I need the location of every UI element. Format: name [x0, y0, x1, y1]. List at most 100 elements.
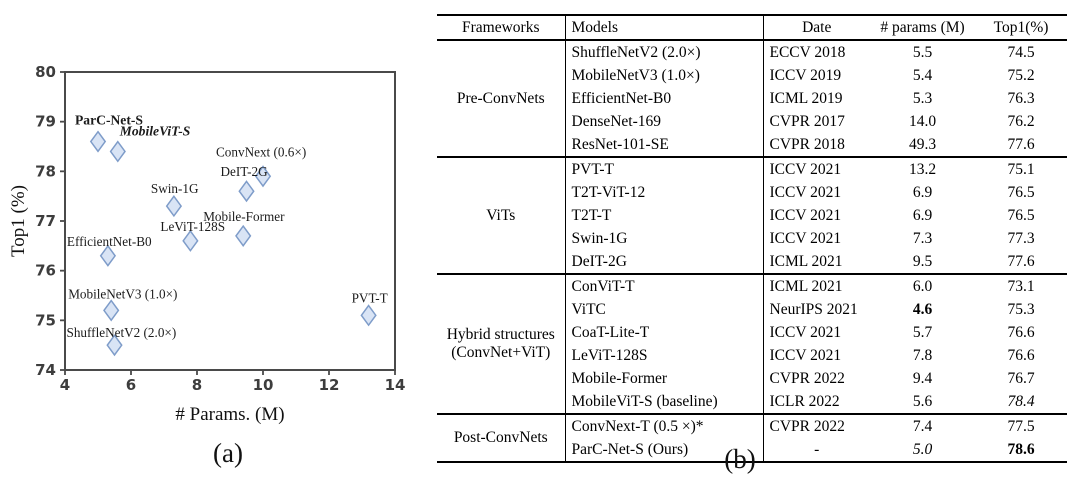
date-cell: ICML 2021: [763, 273, 870, 298]
y-tick-label: 75: [35, 311, 56, 329]
top1-cell: 76.7: [1007, 369, 1035, 387]
date-cell: ICML 2019: [769, 89, 843, 107]
header-params: # params (M): [870, 14, 975, 41]
date-cell: CVPR 2017: [769, 112, 845, 130]
params-cell: 7.8: [912, 346, 933, 364]
model-cell: Mobile-Former: [565, 367, 764, 390]
top1-cell: 77.6: [1007, 135, 1035, 153]
date-cell: CVPR 2022: [769, 369, 845, 387]
top1-cell: 77.6: [1007, 252, 1035, 270]
scatter-point-label: ShuffleNetV2 (2.0×): [67, 325, 177, 340]
top1-cell: 75.1: [975, 156, 1067, 181]
y-tick-label: 78: [35, 162, 56, 180]
scatter-point: [106, 334, 123, 357]
params-cell: 5.3: [912, 89, 933, 107]
scatter-point-label: MobileNetV3 (1.0×): [68, 286, 177, 301]
scatter-point-label: ConvNext (0.6×): [216, 144, 306, 159]
y-tick-label: 80: [35, 63, 56, 81]
x-tick-label: 6: [126, 376, 136, 394]
header-frameworks: Frameworks: [437, 14, 566, 41]
scatter-point-label: Mobile-Former: [203, 209, 285, 224]
top1-cell: 75.3: [1007, 300, 1035, 318]
params-cell: 6.9: [912, 206, 933, 224]
header-date: Date: [763, 14, 870, 41]
model-cell: CoaT-Lite-T: [565, 321, 764, 344]
params-cell: 49.3: [908, 135, 937, 153]
model-cell: T2T-ViT-12: [565, 181, 764, 204]
y-tick-label: 74: [35, 361, 56, 379]
top1-cell: 78.4: [1007, 392, 1035, 410]
scatter-point: [109, 140, 126, 163]
date-cell: NeurIPS 2021: [769, 300, 858, 318]
date-cell: ICCV 2021: [763, 156, 870, 181]
date-cell: CVPR 2018: [769, 135, 845, 153]
params-cell: 13.2: [870, 156, 975, 181]
params-cell: 7.4: [870, 413, 975, 438]
scatter-point: [360, 304, 377, 327]
params-cell: 5.4: [912, 66, 933, 84]
scatter-point: [238, 180, 255, 203]
params-cell: 5.6: [912, 392, 933, 410]
scatter-point: [235, 224, 252, 247]
table-row: EfficientNet-B0 ICML 2019 5.3 76.3: [437, 87, 1067, 110]
top1-cell: 76.5: [1007, 206, 1035, 224]
scatter-point-label: ParC-Net-S: [75, 113, 143, 128]
framework-cell: Post-ConvNets: [437, 413, 566, 462]
model-cell: DeIT-2G: [565, 250, 764, 274]
x-tick-label: 12: [319, 376, 340, 394]
top1-cell: 76.3: [1007, 89, 1035, 107]
results-table: Frameworks Models Date # params (M) Top1…: [437, 14, 1067, 463]
x-tick-label: 4: [60, 376, 70, 394]
top1-cell: 77.5: [975, 413, 1067, 438]
date-cell: ICLR 2022: [769, 392, 840, 410]
model-cell: LeViT-128S: [565, 344, 764, 367]
top1-cell: 76.5: [1007, 183, 1035, 201]
x-tick-label: 10: [253, 376, 274, 394]
model-cell: T2T-T: [565, 204, 764, 227]
params-cell: 5.0: [912, 440, 933, 458]
model-cell: ResNet-101-SE: [565, 133, 764, 157]
scatter-point-label: Swin-1G: [151, 181, 199, 196]
top1-cell: 75.2: [1007, 66, 1035, 84]
model-cell: ViTC: [565, 298, 764, 321]
table-row: ResNet-101-SE CVPR 2018 49.3 77.6: [437, 133, 1067, 157]
model-cell: MobileNetV3 (1.0×): [565, 64, 764, 87]
x-tick-label: 14: [385, 376, 406, 394]
framework-cell: Pre-ConvNets: [437, 39, 566, 157]
x-tick-label: 8: [192, 376, 202, 394]
y-tick-label: 76: [35, 262, 56, 280]
model-cell: PVT-T: [565, 156, 764, 181]
top1-cell: 76.6: [1007, 346, 1035, 364]
header-top1: Top1(%): [975, 14, 1067, 41]
top1-cell: 73.1: [975, 273, 1067, 298]
params-cell: 6.0: [870, 273, 975, 298]
scatter-point: [182, 229, 199, 252]
date-cell: CVPR 2022: [763, 413, 870, 438]
date-cell: ECCV 2018: [763, 39, 870, 64]
params-cell: 5.7: [912, 323, 933, 341]
params-cell: 14.0: [908, 112, 937, 130]
model-cell: EfficientNet-B0: [565, 87, 764, 110]
model-cell: ConViT-T: [565, 273, 764, 298]
params-cell: 6.9: [912, 183, 933, 201]
scatter-point: [89, 130, 107, 153]
table-header-row: Frameworks Models Date # params (M) Top1…: [437, 14, 1067, 41]
